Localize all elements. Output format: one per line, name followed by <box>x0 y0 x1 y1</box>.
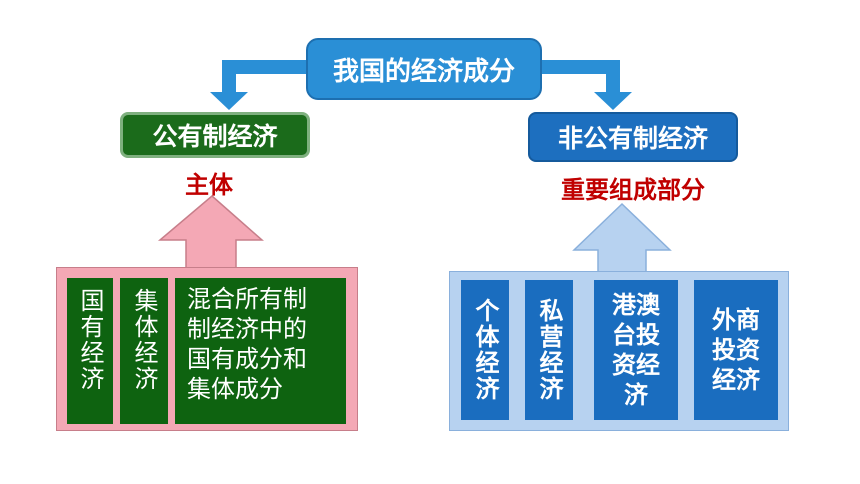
public-item-mixed-ownership: 混合所有制 制经济中的 国有成分和 集体成分 <box>173 276 348 426</box>
public-item-collective: 集体经济 <box>118 276 170 426</box>
nonpublic-economy-header: 非公有制经济 <box>528 112 738 162</box>
root-label: 我国的经济成分 <box>332 56 515 87</box>
public-item-label: 集体经济 <box>130 288 158 392</box>
nonpublic-item-individual: 个体经济 <box>461 280 509 420</box>
nonpublic-item-label: 港澳 台投 资经 济 <box>612 291 660 409</box>
public-item-label: 混合所有制 制经济中的 国有成分和 集体成分 <box>187 285 307 403</box>
public-economy-title: 公有制经济 <box>152 122 278 151</box>
nonpublic-item-label: 个体经济 <box>471 298 499 402</box>
nonpublic-role-label: 重要组成部分 <box>561 176 705 204</box>
root-node: 我国的经济成分 <box>306 38 542 100</box>
nonpublic-item-label: 私营经济 <box>535 298 563 402</box>
public-item-state-owned: 国有经济 <box>65 276 115 426</box>
nonpublic-item-hk-macao-taiwan: 港澳 台投 资经 济 <box>594 280 678 420</box>
arrow-to-nonpublic <box>542 60 632 110</box>
public-role-label: 主体 <box>185 171 233 199</box>
nonpublic-item-foreign: 外商 投资 经济 <box>694 280 778 420</box>
nonpublic-item-private: 私营经济 <box>525 280 573 420</box>
public-economy-header: 公有制经济 <box>120 112 310 158</box>
arrow-to-public <box>210 60 306 110</box>
blue-up-arrow <box>572 202 672 273</box>
pink-up-arrow <box>157 195 264 269</box>
public-item-label: 国有经济 <box>76 288 104 392</box>
nonpublic-item-label: 外商 投资 经济 <box>712 306 760 394</box>
nonpublic-economy-title: 非公有制经济 <box>557 124 708 153</box>
